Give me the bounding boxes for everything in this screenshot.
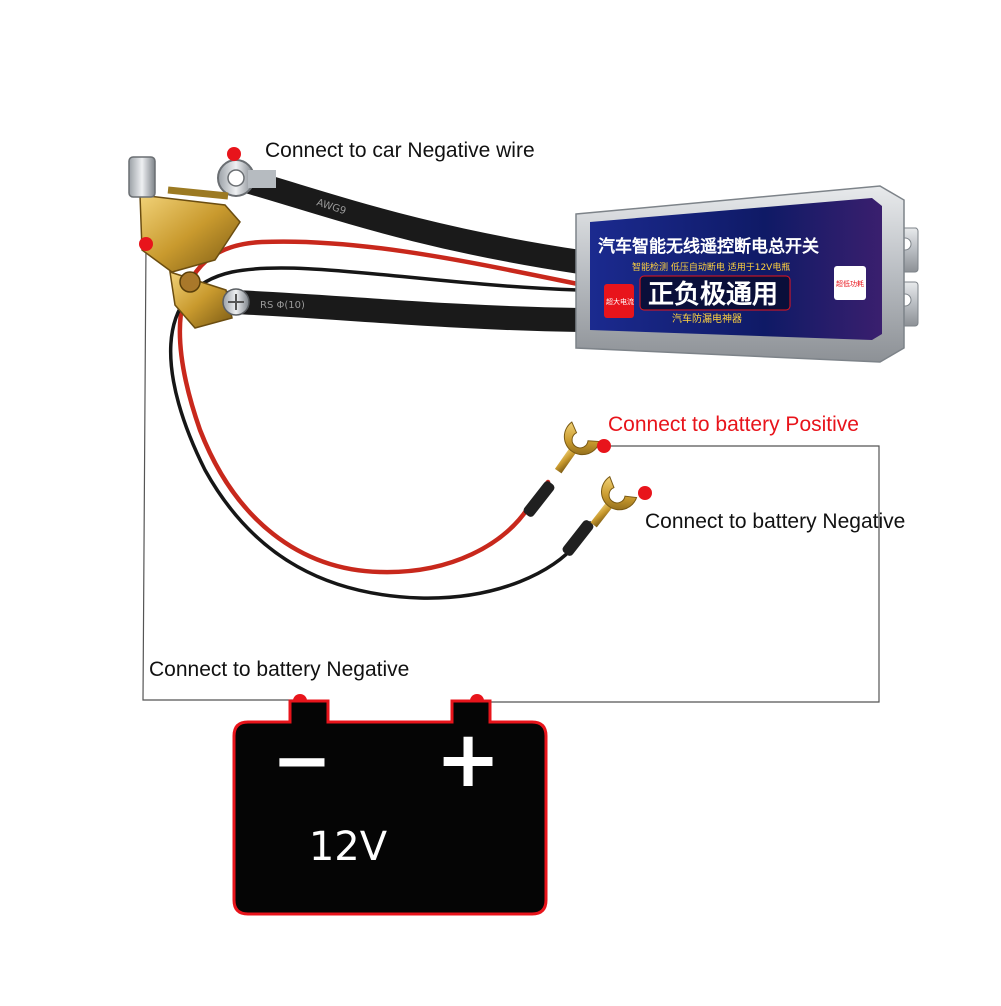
cable-print-lower: RS Φ(10) [260, 300, 305, 311]
fork-terminal-positive [554, 421, 601, 474]
heat-shrink-black [562, 520, 594, 556]
label-battery-negative-lead: Connect to battery Negative [645, 510, 906, 533]
battery: − + 12V [232, 699, 548, 916]
clamp-nut [128, 156, 156, 198]
battery-voltage: 12V [309, 824, 388, 870]
red-wire [177, 239, 581, 575]
fork-terminal-negative [590, 475, 638, 528]
module-main-text: 正负极通用 [648, 280, 778, 310]
label-battery-negative-terminal: Connect to battery Negative [149, 658, 410, 681]
module-title: 汽车智能无线遥控断电总开关 [598, 236, 819, 257]
dot-clamp [139, 237, 153, 251]
guide-line-positive [477, 445, 880, 703]
ring-terminal-car [217, 159, 276, 197]
battery-clamp [128, 156, 250, 329]
module-badge-left: 超大电流 [606, 297, 634, 306]
dot-battery-negative-lead [638, 486, 652, 500]
module-subtitle: 智能检测 低压自动断电 适用于12V电瓶 [632, 261, 790, 273]
battery-plus: + [435, 715, 500, 805]
guide-lines [142, 243, 880, 703]
module-badge-right: 超低功耗 [836, 279, 864, 288]
label-car-negative-wire: Connect to car Negative wire [265, 139, 535, 162]
black-cable-upper [238, 170, 592, 274]
heat-shrink-red [523, 481, 555, 517]
module-footer-text: 汽车防漏电神器 [672, 312, 742, 325]
dot-car-negative [227, 147, 241, 161]
guide-line-negative [142, 243, 300, 701]
dot-battery-positive-lead [597, 439, 611, 453]
control-module: 汽车智能无线遥控断电总开关 智能检测 低压自动断电 适用于12V电瓶 正负极通用… [575, 185, 919, 363]
black-cable-lower [220, 290, 592, 332]
label-battery-positive: Connect to battery Positive [608, 413, 859, 436]
black-wire [168, 266, 592, 600]
battery-minus: − [272, 718, 332, 802]
